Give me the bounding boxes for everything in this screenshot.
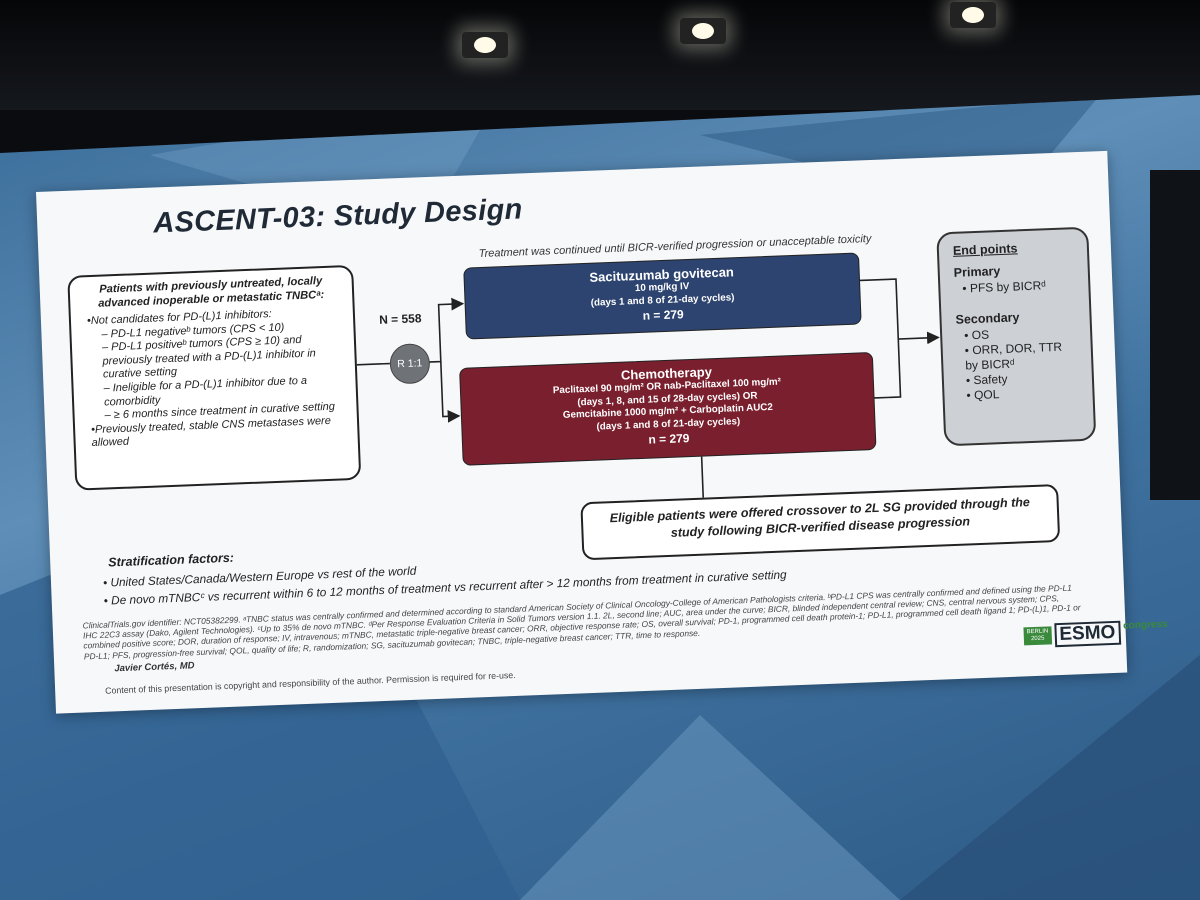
endpoint-item: • ORR, DOR, TTR by BICRᵈ [964,339,1063,373]
endpoints-box: End points Primary • PFS by BICRᵈ Second… [936,226,1097,447]
n-total: N = 558 [378,311,422,327]
endpoints-header: End points [952,241,1018,258]
endpoint-item: • PFS by BICRᵈ [962,278,1047,296]
stage-light [680,18,726,44]
flow-connectors [356,278,940,498]
connector-line [427,297,465,363]
presentation-slide: ASCENT-03: Study Design Treatment was co… [36,150,1168,714]
logo-suffix: congress [1122,618,1168,632]
stage-light [462,32,508,58]
logo-city: BERLIN 2025 [1023,626,1052,646]
arm-sacituzumab: Sacituzumab govitecan 10 mg/kg IV (days … [463,252,862,340]
arm-chemotherapy: Chemotherapy Paclitaxel 90 mg/m² OR nab-… [459,351,877,466]
ceiling [0,0,1200,110]
connector-line [356,362,390,366]
connector-line [440,361,461,423]
secondary-list: • OS • ORR, DOR, TTR by BICRᵈ • Safety •… [956,324,1079,404]
connector-line [859,278,940,345]
connector-line [700,456,705,498]
connector-line [874,338,902,399]
primary-list: • PFS by BICRᵈ [954,277,1074,297]
endpoint-item: • QOL [966,387,1000,403]
logo-word: ESMO [1053,620,1121,648]
side-monitor [1150,170,1200,500]
stage-light [950,2,996,28]
